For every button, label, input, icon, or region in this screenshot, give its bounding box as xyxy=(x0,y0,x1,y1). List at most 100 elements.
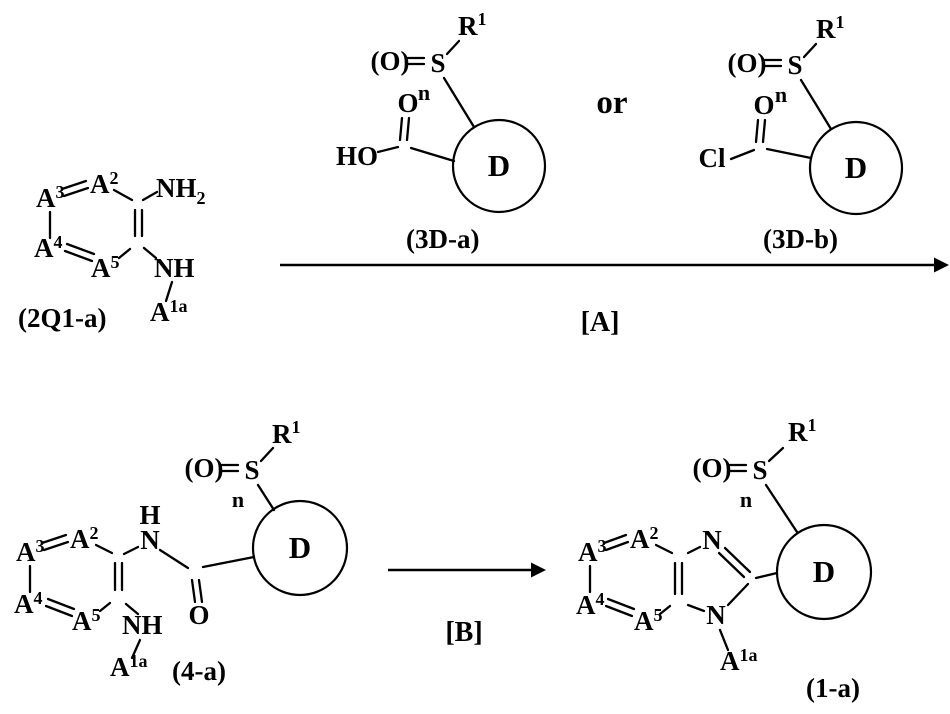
atom-amide-h: H xyxy=(139,500,160,530)
atom-a1a: A1a xyxy=(110,651,148,682)
atom-a4: A4 xyxy=(34,232,63,263)
ring-d-circle xyxy=(251,499,349,597)
atom-a5: A5 xyxy=(72,605,101,636)
bond xyxy=(62,186,90,198)
bond xyxy=(604,540,630,552)
atom-n3: N xyxy=(702,525,722,555)
bond xyxy=(686,545,702,555)
atom-s: S xyxy=(244,455,259,485)
bond xyxy=(256,483,276,512)
atom-a4: A4 xyxy=(576,589,605,620)
atom-a2: A2 xyxy=(70,523,99,554)
bond xyxy=(190,578,197,604)
bond xyxy=(726,582,750,607)
reaction-arrow-a: [A] xyxy=(280,257,949,338)
atom-r1: R1 xyxy=(816,12,845,44)
reaction-arrow-b: [B] xyxy=(388,562,546,648)
atom-a1a: A1a xyxy=(720,645,758,676)
atom-carbonyl-o: O xyxy=(753,90,774,120)
caption-2q1a: (2Q1-a) xyxy=(18,303,106,333)
bond xyxy=(409,146,456,163)
atom-r1: R1 xyxy=(788,415,817,447)
atom-nh: NH xyxy=(122,610,163,640)
bond xyxy=(764,483,799,534)
bond xyxy=(201,555,256,569)
caption-1a: (1-a) xyxy=(806,673,860,703)
step-label-a: [A] xyxy=(581,307,620,338)
bond xyxy=(442,76,476,129)
bond xyxy=(765,147,813,160)
caption-3da: (3D-a) xyxy=(406,224,479,254)
bond xyxy=(259,446,275,463)
subscript-n: n xyxy=(232,487,244,512)
bond xyxy=(754,118,760,144)
bond xyxy=(376,145,400,154)
bond xyxy=(112,188,134,202)
subscript-n: n xyxy=(418,80,430,105)
bond xyxy=(60,179,88,191)
bond xyxy=(40,533,68,545)
bond xyxy=(42,540,70,552)
atom-nh: NH xyxy=(154,253,195,283)
bond xyxy=(141,190,159,202)
atom-s: S xyxy=(752,455,767,485)
structure-1a: A3 A2 A4 A5 N N A1a (O) S n R1 D (1-a) xyxy=(576,415,873,703)
atom-d: D xyxy=(845,150,867,185)
bond xyxy=(761,118,767,144)
structure-3db: (O) S n R1 O Cl D (3D-b) xyxy=(699,12,904,254)
atom-cl: Cl xyxy=(699,143,726,173)
atom-a3: A3 xyxy=(16,536,45,567)
structure-3da: (O) S n R1 O HO D (3D-a) xyxy=(336,9,547,254)
bond xyxy=(124,602,140,616)
atom-r1: R1 xyxy=(458,9,487,41)
atom-a1a: A1a xyxy=(150,296,188,327)
atom-a3: A3 xyxy=(578,536,607,567)
bond xyxy=(65,242,96,256)
bond xyxy=(754,571,779,580)
subscript-n: n xyxy=(740,487,752,512)
atom-ho: HO xyxy=(336,141,378,171)
atom-s: S xyxy=(430,48,445,78)
atom-a5: A5 xyxy=(634,605,663,636)
atom-a3: A3 xyxy=(36,182,65,213)
atom-a5: A5 xyxy=(91,252,120,283)
bond xyxy=(158,548,190,570)
bond xyxy=(405,116,411,142)
bond xyxy=(717,551,746,579)
bond xyxy=(46,597,76,611)
atom-s: S xyxy=(787,50,802,80)
atom-o-paren: (O) xyxy=(728,48,767,78)
ring-d-circle xyxy=(775,523,873,621)
atom-o-paren: (O) xyxy=(185,453,224,483)
ring-d-circle xyxy=(451,118,547,214)
structure-4a: A3 A2 A4 A5 H N O NH A1a (O) S n R1 D (4… xyxy=(14,417,349,686)
bond xyxy=(602,533,628,545)
step-label-b: [B] xyxy=(445,617,482,648)
atom-a4: A4 xyxy=(14,588,43,619)
bond xyxy=(197,578,204,604)
atom-d: D xyxy=(488,148,510,183)
caption-4a: (4-a) xyxy=(172,656,226,686)
bond xyxy=(98,601,112,613)
atom-n1: N xyxy=(706,600,726,630)
bond xyxy=(767,446,785,463)
atom-a2: A2 xyxy=(630,523,659,554)
atom-nh2: NH2 xyxy=(156,173,206,208)
bond xyxy=(117,247,132,260)
atom-o-paren: (O) xyxy=(693,453,732,483)
bond xyxy=(606,597,636,611)
bond xyxy=(729,148,756,161)
bond xyxy=(164,280,174,303)
bond xyxy=(130,638,142,660)
atom-carbonyl-o: O xyxy=(397,88,418,118)
atom-a2: A2 xyxy=(90,168,119,199)
bond xyxy=(799,78,833,131)
subscript-n: n xyxy=(775,82,787,107)
atom-carbonyl-o: O xyxy=(188,600,209,630)
bond xyxy=(654,543,674,555)
bond xyxy=(398,116,404,142)
bond xyxy=(94,543,114,555)
or-label: or xyxy=(596,85,627,121)
bond xyxy=(723,546,752,574)
